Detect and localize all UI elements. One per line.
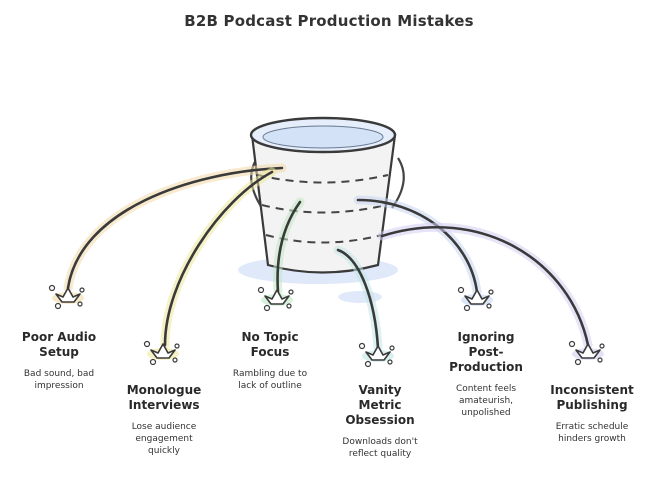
splash-icon xyxy=(358,342,395,368)
mistake-description: Rambling due to lack of outline xyxy=(232,369,308,391)
bucket-water xyxy=(262,125,384,149)
splash-icon xyxy=(48,284,85,310)
mistake-title: Vanity Metric Obsession xyxy=(345,383,415,427)
leak-stream xyxy=(66,166,284,290)
mistake-title: Ignoring Post- Production xyxy=(449,330,523,374)
bucket-band-2 xyxy=(261,204,387,214)
splash-icon xyxy=(457,286,494,312)
mistake-title: No Topic Focus xyxy=(241,330,299,359)
leak-streams xyxy=(48,163,605,368)
leak-stream xyxy=(163,170,274,347)
mistake-inconsistent-publishing: Inconsistent Publishing Erratic schedule… xyxy=(544,383,640,445)
splash-icon xyxy=(143,340,180,366)
splash-icon xyxy=(568,340,605,366)
mistake-description: Erratic schedule hinders growth xyxy=(555,422,629,444)
mistake-description: Bad sound, bad impression xyxy=(23,369,95,391)
leak-stream-glow xyxy=(377,222,593,350)
leak-stream xyxy=(336,248,380,350)
mistake-title: Poor Audio Setup xyxy=(21,330,97,359)
mistake-description: Downloads don't reflect quality xyxy=(342,437,418,459)
diagram-title: B2B Podcast Production Mistakes xyxy=(184,12,474,30)
leak-stream xyxy=(380,226,590,347)
mistake-vanity-metric-obsession: Vanity Metric Obsession Downloads don't … xyxy=(334,383,426,460)
mistake-monologue-interviews: Monologue Interviews Lose audience engag… xyxy=(118,383,210,457)
bucket-band-1 xyxy=(257,174,389,184)
mistake-ignoring-post-production: Ignoring Post- Production Content feels … xyxy=(440,330,532,419)
mistake-title: Monologue Interviews xyxy=(126,383,202,412)
bucket-illustration xyxy=(238,116,405,303)
mistake-title: Inconsistent Publishing xyxy=(550,383,634,412)
mistake-description: Lose audience engagement quickly xyxy=(131,422,197,456)
mistake-no-topic-focus: No Topic Focus Rambling due to lack of o… xyxy=(222,330,318,392)
bucket-band-3 xyxy=(265,234,383,244)
mistake-poor-audio-setup: Poor Audio Setup Bad sound, bad impressi… xyxy=(12,330,106,392)
splash-icon xyxy=(257,286,294,312)
leak-stream xyxy=(276,200,302,294)
mistake-description: Content feels amateurish, unpolished xyxy=(455,384,517,418)
